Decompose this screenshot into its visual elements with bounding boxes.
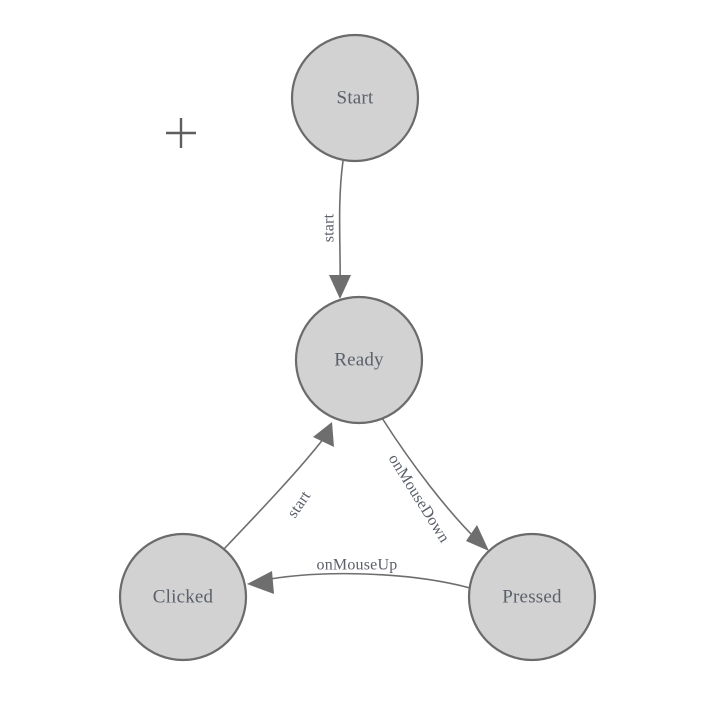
node-pressed[interactable]: Pressed [467,532,597,662]
node-ready-circle[interactable] [294,295,424,425]
node-start-circle[interactable] [290,33,420,163]
edge-ready-to-pressed[interactable]: onMouseDown [381,417,489,551]
node-clicked[interactable]: Clicked [118,532,248,662]
crosshair-icon[interactable] [166,118,196,148]
node-pressed-label: Pressed [502,586,562,607]
node-clicked-circle[interactable] [118,532,248,662]
edge-start-to-ready-arrowhead [329,275,351,299]
edge-label-clicked-to-ready: start [284,488,314,521]
edge-start-to-ready-path [338,160,344,289]
node-start[interactable]: Start [290,33,420,163]
edge-pressed-to-clicked-path [258,572,471,589]
edge-label-pressed-to-clicked: onMouseUp [317,557,398,574]
edge-pressed-to-clicked-arrowhead [247,571,274,594]
edge-clicked-to-ready[interactable]: start [223,422,334,550]
edge-clicked-to-ready-path [223,437,325,550]
edge-ready-to-pressed-path [381,417,481,544]
edge-start-to-ready[interactable]: start [321,160,351,299]
node-ready-label: Ready [334,349,384,370]
edge-pressed-to-clicked[interactable]: onMouseUp [247,557,471,594]
edge-label-start-to-ready: start [321,213,338,242]
node-pressed-circle[interactable] [467,532,597,662]
edge-ready-to-pressed-arrowhead [466,525,489,551]
node-clicked-label: Clicked [153,586,214,607]
node-ready[interactable]: Ready [294,295,424,425]
edge-label-ready-to-pressed: onMouseDown [385,451,453,546]
edge-clicked-to-ready-arrowhead [313,422,334,447]
node-start-label: Start [337,87,374,108]
